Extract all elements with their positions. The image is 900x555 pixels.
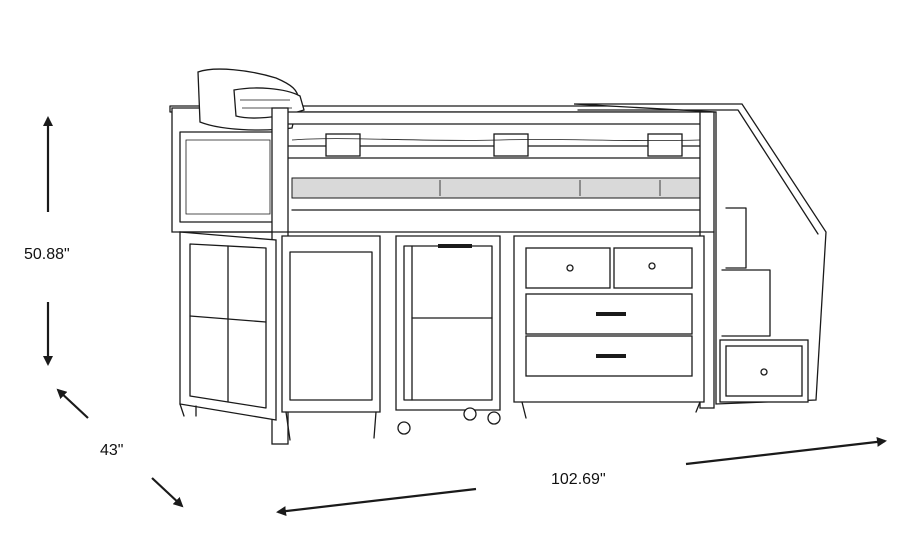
- stairs-unit: [573, 103, 827, 405]
- width-label: 102.69": [551, 471, 606, 488]
- drawer-handle: [596, 354, 626, 358]
- depth-label: 43": [100, 442, 124, 459]
- depth-arrow-lower: [151, 477, 184, 508]
- bookcase: [179, 231, 277, 421]
- desk-handle: [438, 244, 472, 248]
- width-arrow-left: [276, 487, 477, 517]
- depth-arrow-upper: [56, 388, 89, 419]
- height-label: 50.88": [24, 246, 70, 263]
- rolling-desk: [395, 235, 501, 435]
- dresser: [513, 235, 705, 419]
- width-arrow-right: [685, 436, 887, 466]
- drawer-handle: [596, 312, 626, 316]
- middle-cabinet: [281, 235, 381, 441]
